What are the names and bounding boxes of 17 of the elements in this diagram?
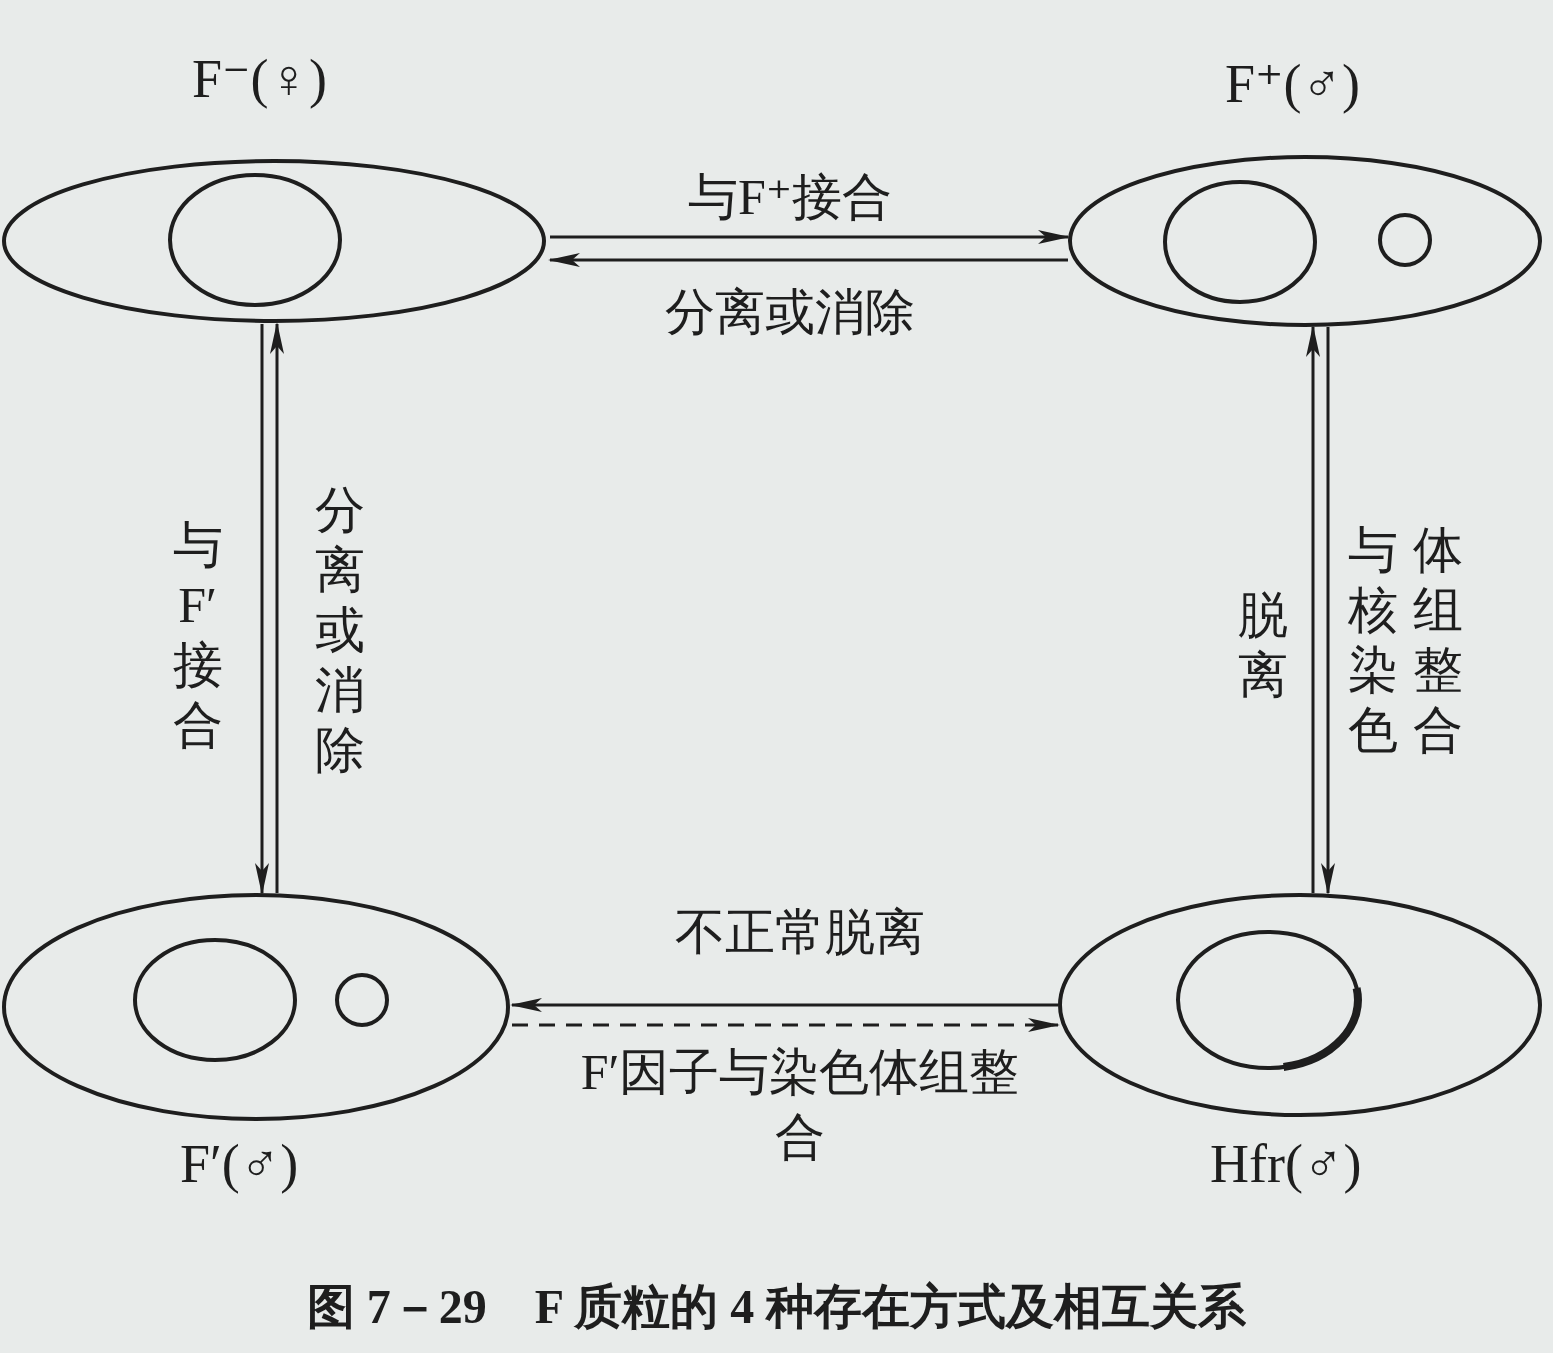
arrow — [270, 322, 284, 893]
arrow — [255, 324, 269, 895]
dashed-arrow — [512, 1018, 1060, 1032]
arrow — [548, 253, 1068, 267]
edge-label: 与F′接合 — [171, 516, 224, 755]
edge-label: 分离或消除 — [313, 481, 366, 780]
edge-label: 分离或消除 — [664, 283, 916, 342]
arrow — [1306, 325, 1320, 893]
arrow — [510, 998, 1058, 1012]
edge-label: 脱离 — [1236, 586, 1289, 705]
figure-caption: 图 7－29 F 质粒的 4 种存在方式及相互关系 — [305, 1279, 1248, 1335]
edge-label: F′因子与染色体组整合 — [579, 1043, 1021, 1167]
edge-label: 与F⁺接合 — [686, 168, 894, 227]
arrow — [1321, 327, 1335, 895]
edge-label: 不正常脱离 — [674, 903, 926, 962]
edge-label: 与核染色体组整合 — [1346, 521, 1464, 760]
arrow — [550, 230, 1070, 244]
